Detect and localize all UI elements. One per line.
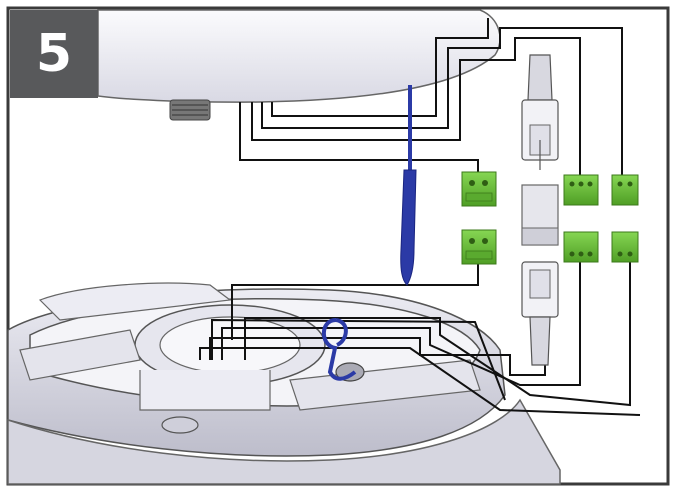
step-number-badge: 5 — [10, 10, 98, 98]
rj45-coupler-icon — [521, 184, 559, 246]
wires — [199, 18, 641, 416]
step-number: 5 — [35, 24, 73, 84]
mounting-base-icon — [7, 282, 561, 485]
rj45-plug-icon — [521, 54, 559, 170]
dome-top-icon — [97, 9, 501, 121]
blue-cable-icon — [321, 85, 417, 381]
rj45-plug-icon — [521, 261, 559, 366]
terminal-block-icon — [461, 171, 639, 265]
